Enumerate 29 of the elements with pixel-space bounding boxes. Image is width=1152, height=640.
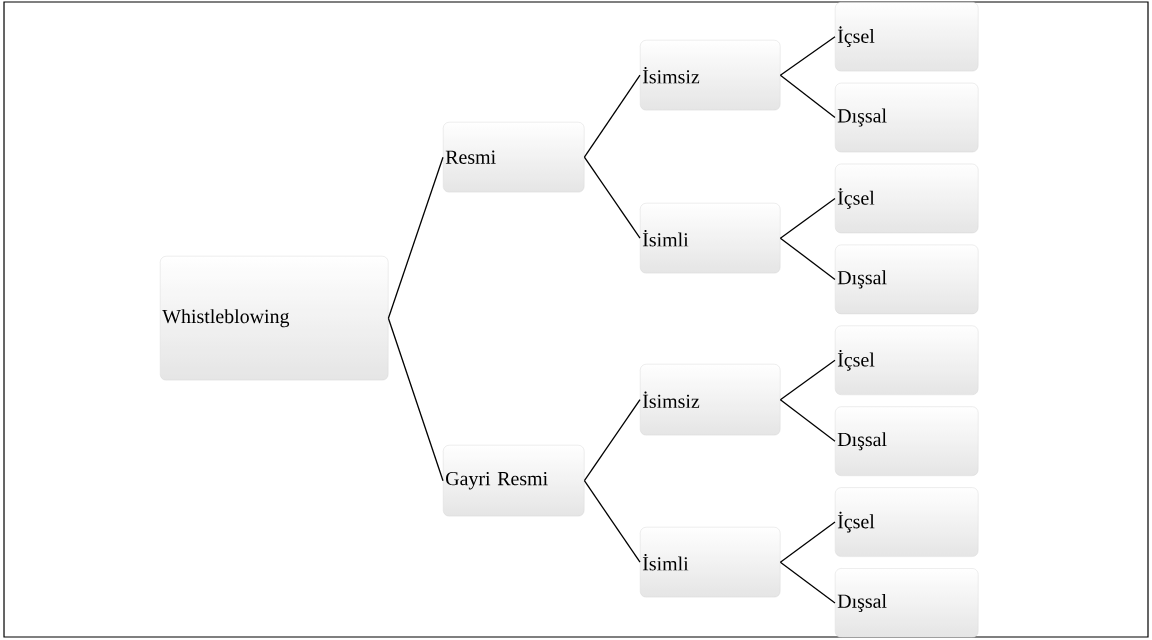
connector-line — [779, 237, 836, 281]
connector-line — [779, 197, 836, 239]
text-box: Dışsal — [835, 244, 979, 315]
text-box: İçsel — [835, 487, 979, 557]
connector-line — [779, 359, 836, 401]
text-box: İçsel — [835, 2, 979, 72]
connector-line — [779, 36, 836, 76]
text-box: Dışsal — [835, 82, 979, 153]
text-box: Whistleblowing — [160, 256, 389, 381]
text-box: İsimsiz — [640, 364, 781, 436]
text-box: İsimli — [640, 203, 781, 274]
text-box: Dışsal — [835, 568, 979, 638]
connector-line — [583, 156, 641, 239]
connector-line — [779, 561, 836, 604]
connector-line — [779, 74, 836, 119]
text-box: Resmi — [443, 122, 585, 193]
connector-line — [779, 521, 836, 563]
connector-line — [387, 156, 444, 319]
connector-line — [583, 480, 641, 563]
connector-line — [583, 399, 641, 482]
connector-line — [779, 399, 836, 442]
connector-line — [387, 317, 444, 482]
text-box: İçsel — [835, 325, 979, 395]
text-box: Gayri Resmi — [443, 445, 585, 517]
text-box: Dışsal — [835, 406, 979, 476]
text-box: İsimsiz — [640, 40, 781, 111]
connector-line — [583, 74, 641, 158]
text-box: İçsel — [835, 163, 979, 234]
text-box: İsimli — [640, 527, 781, 598]
